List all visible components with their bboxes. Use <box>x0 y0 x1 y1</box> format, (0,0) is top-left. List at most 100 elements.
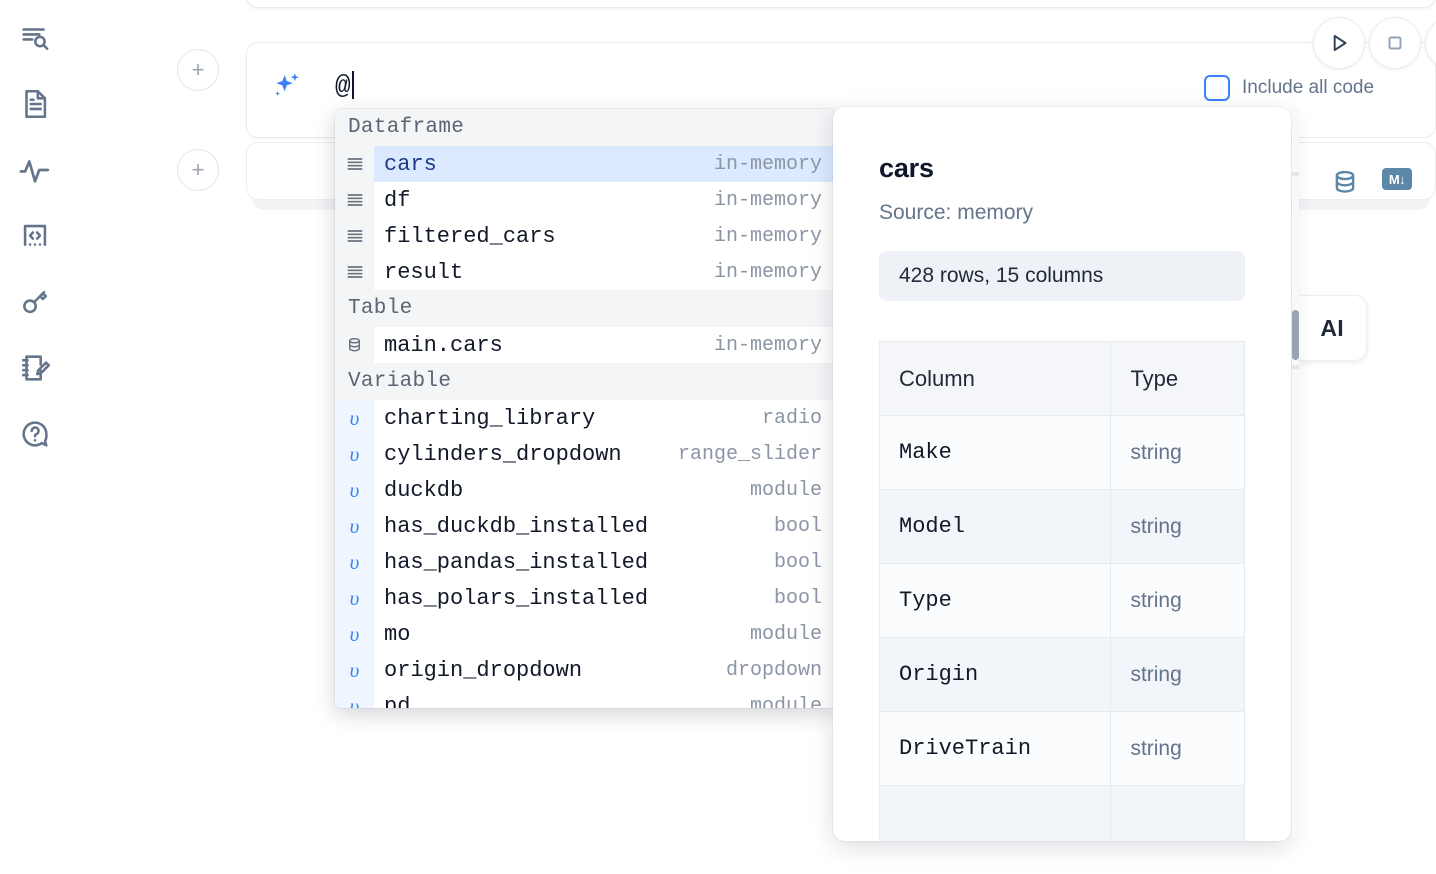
database-icon <box>335 327 374 363</box>
variable-upsilon-icon: υ <box>335 544 374 580</box>
variable-upsilon-icon: υ <box>335 652 374 688</box>
code-snippet-icon[interactable] <box>13 214 57 258</box>
autocomplete-item-type: bool <box>773 514 822 538</box>
stop-button[interactable] <box>1369 17 1421 69</box>
dataframe-rows-icon <box>335 182 374 218</box>
markdown-icon[interactable]: M↓ <box>1382 168 1412 190</box>
autocomplete-item-type: in-memory <box>713 260 822 284</box>
autocomplete-item[interactable]: υ has_polars_installed bool <box>335 580 835 616</box>
autocomplete-item-label: has_pandas_installed <box>384 549 649 575</box>
text-caret <box>352 71 355 99</box>
schema-column-name: Origin <box>878 637 1112 712</box>
variable-upsilon-icon: υ <box>335 616 374 652</box>
cell-tool-group: M↓ <box>1330 168 1412 203</box>
variable-upsilon-icon: υ <box>335 436 374 472</box>
schema-column-name <box>878 785 1112 841</box>
variable-upsilon-icon: υ <box>335 400 374 436</box>
schema-column-type: string <box>1110 563 1245 638</box>
ai-prompt-input[interactable]: @ <box>335 71 355 101</box>
schema-column-type <box>1110 785 1245 841</box>
autocomplete-item-type: in-memory <box>713 152 822 176</box>
docs-scrollbar-tick <box>1292 172 1299 176</box>
table-header-row: Column Type <box>878 341 1245 416</box>
previous-cell-card <box>246 0 1436 8</box>
scratchpad-edit-icon[interactable] <box>13 346 57 390</box>
activity-pulse-icon[interactable] <box>13 148 57 192</box>
autocomplete-item-label: main.cars <box>384 332 503 358</box>
autocomplete-item-label: duckdb <box>384 477 464 503</box>
search-outline-icon[interactable] <box>13 16 57 60</box>
autocomplete-group-header: Dataframe <box>335 109 835 146</box>
autocomplete-item-type: bool <box>773 550 822 574</box>
autocomplete-item-type: range_slider <box>677 442 822 466</box>
database-icon[interactable] <box>1330 168 1360 203</box>
autocomplete-item-type: bool <box>773 586 822 610</box>
key-icon[interactable] <box>13 280 57 324</box>
docs-scrollbar-track[interactable] <box>1292 107 1299 841</box>
help-chat-icon[interactable] <box>13 412 57 456</box>
autocomplete-item-type: dropdown <box>725 658 822 682</box>
add-cell-button-above[interactable]: + <box>177 49 219 91</box>
dataframe-rows-icon <box>335 218 374 254</box>
autocomplete-item-label: df <box>384 187 411 213</box>
autocomplete-item-label: cylinders_dropdown <box>384 441 622 467</box>
file-text-icon[interactable] <box>13 82 57 126</box>
autocomplete-item-label: filtered_cars <box>384 223 556 249</box>
variable-upsilon-icon: υ <box>335 580 374 616</box>
run-button[interactable] <box>1313 17 1365 69</box>
autocomplete-item-label: charting_library <box>384 405 596 431</box>
add-cell-button-below[interactable]: + <box>177 149 219 191</box>
autocomplete-item-label: has_duckdb_installed <box>384 513 649 539</box>
docs-shape-badge: 428 rows, 15 columns <box>879 251 1245 301</box>
ai-prompt-value: @ <box>335 71 352 101</box>
autocomplete-item[interactable]: υ has_pandas_installed bool <box>335 544 835 580</box>
schema-column-type: string <box>1110 637 1245 712</box>
docs-title: cars <box>879 153 934 183</box>
autocomplete-item-label: cars <box>384 151 437 177</box>
autocomplete-item[interactable]: cars in-memory <box>335 146 835 182</box>
autocomplete-docs-panel: cars Source: memory 428 rows, 15 columns… <box>833 107 1291 841</box>
schema-column-type: string <box>1110 711 1245 786</box>
schema-column-name: Make <box>878 415 1112 490</box>
autocomplete-item[interactable]: filtered_cars in-memory <box>335 218 835 254</box>
docs-scrollbar-thumb[interactable] <box>1292 310 1299 360</box>
autocomplete-group-header: Variable <box>335 363 835 400</box>
docs-source: Source: memory <box>879 201 1034 224</box>
column-header-type: Type <box>1110 341 1245 416</box>
with-ai-chip-label: AI <box>1320 314 1344 341</box>
autocomplete-item-type: in-memory <box>713 224 822 248</box>
autocomplete-item-label: has_polars_installed <box>384 585 649 611</box>
variable-upsilon-icon: υ <box>335 688 374 708</box>
autocomplete-item-label: mo <box>384 621 411 647</box>
autocomplete-item[interactable]: υ cylinders_dropdown range_slider <box>335 436 835 472</box>
schema-column-type: string <box>1110 415 1245 490</box>
autocomplete-item[interactable]: υ origin_dropdown dropdown <box>335 652 835 688</box>
include-all-code-checkbox[interactable] <box>1204 75 1230 101</box>
schema-column-type: string <box>1110 489 1245 564</box>
include-all-code-row[interactable]: Include all code <box>1204 75 1374 101</box>
autocomplete-group-header: Table <box>335 290 835 327</box>
variable-upsilon-icon: υ <box>335 472 374 508</box>
dataframe-rows-icon <box>335 146 374 182</box>
dataframe-rows-icon <box>335 254 374 290</box>
autocomplete-item-label: origin_dropdown <box>384 657 583 683</box>
autocomplete-item-type: module <box>749 694 822 709</box>
docs-scrollbar-tick <box>1292 365 1299 369</box>
